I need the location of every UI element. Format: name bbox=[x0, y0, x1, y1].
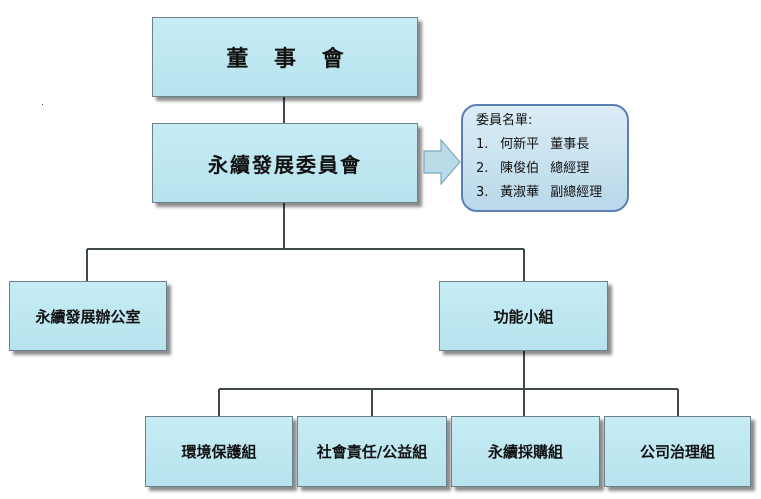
subgroup-procurement-box: 永續採購組 bbox=[451, 416, 600, 487]
committee-box: 永續發展委員會 bbox=[152, 123, 418, 203]
functional-group-box: 功能小組 bbox=[439, 281, 608, 351]
member-number: 2. bbox=[476, 161, 489, 176]
subgroup-governance-box: 公司治理組 bbox=[604, 416, 751, 487]
member-name: 何新平 bbox=[500, 137, 540, 152]
members-callout-title: 委員名單: bbox=[476, 113, 533, 128]
member-number: 1. bbox=[476, 137, 489, 152]
member-item: 2. 陳俊伯 總經理 bbox=[476, 157, 627, 181]
members-callout: 委員名單: 1. 何新平 董事長 2. 陳俊伯 總經理 3. 黃淑華 副總經理 bbox=[461, 104, 629, 212]
board-box: 董 事 會 bbox=[152, 17, 418, 97]
member-name: 陳俊伯 bbox=[500, 161, 540, 176]
right-arrow-icon bbox=[423, 139, 461, 185]
office-box: 永續發展辦公室 bbox=[9, 281, 167, 351]
member-item: 1. 何新平 董事長 bbox=[476, 133, 627, 157]
member-number: 3. bbox=[476, 185, 489, 200]
stray-dot bbox=[42, 104, 43, 105]
subgroup-environmental-box: 環境保護組 bbox=[145, 416, 293, 487]
member-title: 副總經理 bbox=[550, 185, 603, 200]
member-item: 3. 黃淑華 副總經理 bbox=[476, 181, 627, 205]
member-title: 董事長 bbox=[550, 137, 590, 152]
member-title: 總經理 bbox=[550, 161, 590, 176]
member-name: 黃淑華 bbox=[500, 185, 540, 200]
subgroup-social-box: 社會責任/公益組 bbox=[297, 416, 447, 487]
